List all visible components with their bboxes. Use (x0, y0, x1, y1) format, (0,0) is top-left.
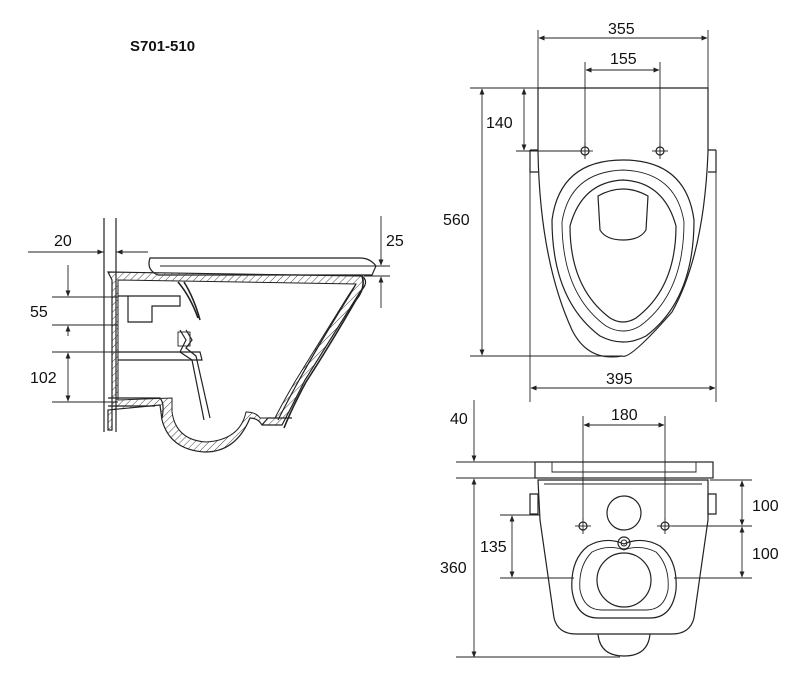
seat-lid (148, 257, 377, 276)
outlet-circle (596, 552, 652, 608)
dim-355: 355 (608, 21, 635, 38)
dim-100-upper: 100 (752, 498, 779, 515)
dim-155: 155 (610, 51, 637, 68)
dim-102: 102 (30, 370, 57, 387)
dim-140: 140 (486, 115, 513, 132)
model-number: S701-510 (130, 38, 195, 55)
top-outline (537, 87, 709, 358)
dim-55: 55 (30, 304, 48, 321)
outlet-housing (571, 539, 677, 619)
seat-outline (551, 159, 695, 343)
dim-40: 40 (450, 411, 468, 428)
dim-25: 25 (386, 233, 404, 250)
inlet-circle (606, 495, 642, 531)
rear-view-dimensions: 40 180 100 100 135 360 (440, 400, 779, 658)
dim-135: 135 (480, 539, 507, 556)
dim-180: 180 (611, 407, 638, 424)
top-view (529, 87, 717, 358)
side-view-dimensions: 20 55 102 25 (28, 216, 404, 403)
side-section-view (103, 218, 377, 453)
dim-560: 560 (443, 212, 470, 229)
dim-395: 395 (606, 371, 633, 388)
rear-body (537, 479, 709, 635)
dim-20: 20 (54, 233, 72, 250)
dim-360: 360 (440, 560, 467, 577)
top-view-dimensions: 355 155 140 560 395 (443, 21, 717, 402)
rear-view (529, 461, 717, 657)
dim-100-lower: 100 (752, 546, 779, 563)
